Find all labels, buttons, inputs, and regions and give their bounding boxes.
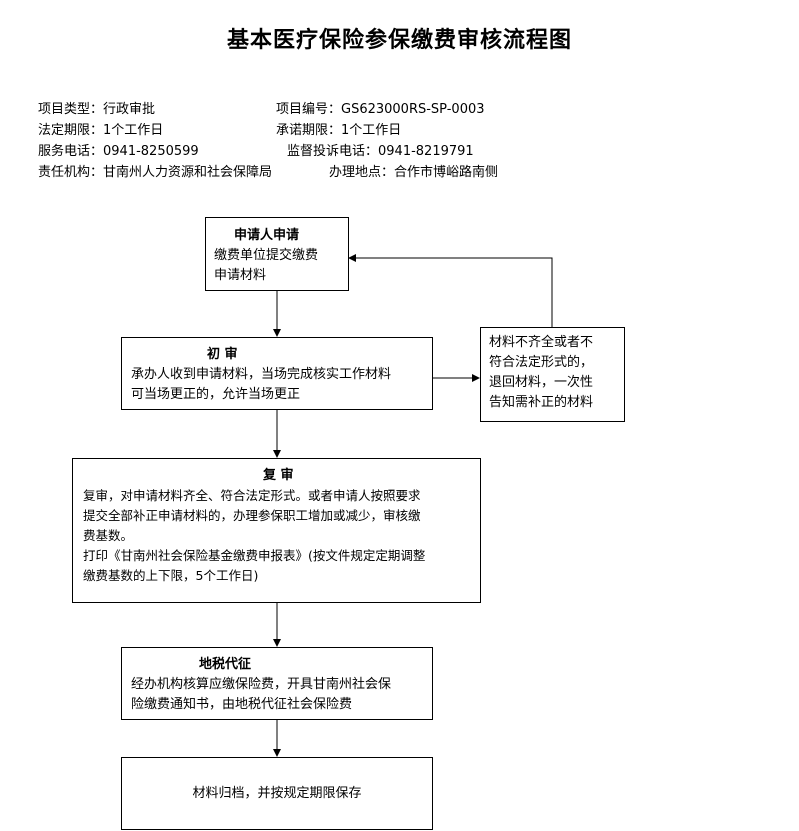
step-second-review-box: 复 审 复审，对申请材料齐全、符合法定形式。或者申请人按照要求 提交全部补正申请… (72, 458, 481, 603)
step-second-review-line-3: 费基数。 (83, 528, 134, 543)
step-first-review-title: 初 审 (207, 347, 238, 362)
step-return-line-1: 材料不齐全或者不 (489, 335, 594, 350)
page-title: 基本医疗保险参保缴费审核流程图 (226, 27, 572, 53)
step-archive-box: 材料归档，并按规定期限保存 (121, 757, 433, 830)
info-project-type: 项目类型：行政审批 (38, 102, 156, 117)
step-return-line-4: 告知需补正的材料 (489, 395, 594, 410)
step-tax-collection-box: 地税代征 经办机构核算应缴保险费，开具甘南州社会保 险缴费通知书，由地税代征社会… (121, 647, 433, 720)
step-apply-box: 申请人申请 缴费单位提交缴费 申请材料 (205, 217, 349, 291)
step-second-review-line-1: 复审，对申请材料齐全、符合法定形式。或者申请人按照要求 (83, 488, 421, 503)
info-agency: 责任机构：甘南州人力资源和社会保障局 (38, 165, 273, 180)
step-apply-line-2: 申请材料 (214, 268, 267, 283)
step-tax-collection-title: 地税代征 (199, 657, 252, 672)
info-location: 办理地点：合作市博峪路南侧 (329, 165, 499, 180)
step-second-review-line-2: 提交全部补正申请材料的，办理参保职工增加或减少，审核缴 (83, 508, 421, 523)
info-project-number: 项目编号：GS623000RS-SP-0003 (276, 102, 485, 117)
step-tax-collection-line-2: 险缴费通知书，由地税代征社会保险费 (131, 697, 353, 712)
step-return-line-2: 符合法定形式的， (489, 355, 594, 370)
step-return-box: 材料不齐全或者不 符合法定形式的， 退回材料，一次性 告知需补正的材料 (480, 327, 625, 422)
step-apply-title: 申请人申请 (234, 228, 300, 243)
step-second-review-line-5: 缴费基数的上下限，5个工作日) (83, 568, 259, 583)
step-archive-line-1: 材料归档，并按规定期限保存 (192, 785, 362, 801)
step-second-review-line-4: 打印《甘南州社会保险基金缴费申报表》(按文件规定定期调整 (83, 548, 426, 563)
info-service-phone: 服务电话：0941-8250599 (38, 144, 199, 159)
step-first-review-line-2: 可当场更正的，允许当场更正 (131, 387, 301, 402)
info-promise-limit: 承诺期限：1个工作日 (276, 123, 402, 138)
step-first-review-box: 初 审 承办人收到申请材料，当场完成核实工作材料 可当场更正的，允许当场更正 (121, 337, 433, 410)
step-tax-collection-line-1: 经办机构核算应缴保险费，开具甘南州社会保 (131, 677, 392, 692)
step-apply-line-1: 缴费单位提交缴费 (214, 248, 319, 263)
info-complaint-phone: 监督投诉电话：0941-8219791 (287, 144, 474, 159)
step-return-line-3: 退回材料，一次性 (489, 375, 594, 390)
step-first-review-line-1: 承办人收到申请材料，当场完成核实工作材料 (131, 367, 392, 382)
step-second-review-title: 复 审 (263, 468, 294, 483)
arrow-return-to-apply (348, 254, 553, 327)
info-legal-limit: 法定期限：1个工作日 (38, 123, 164, 138)
